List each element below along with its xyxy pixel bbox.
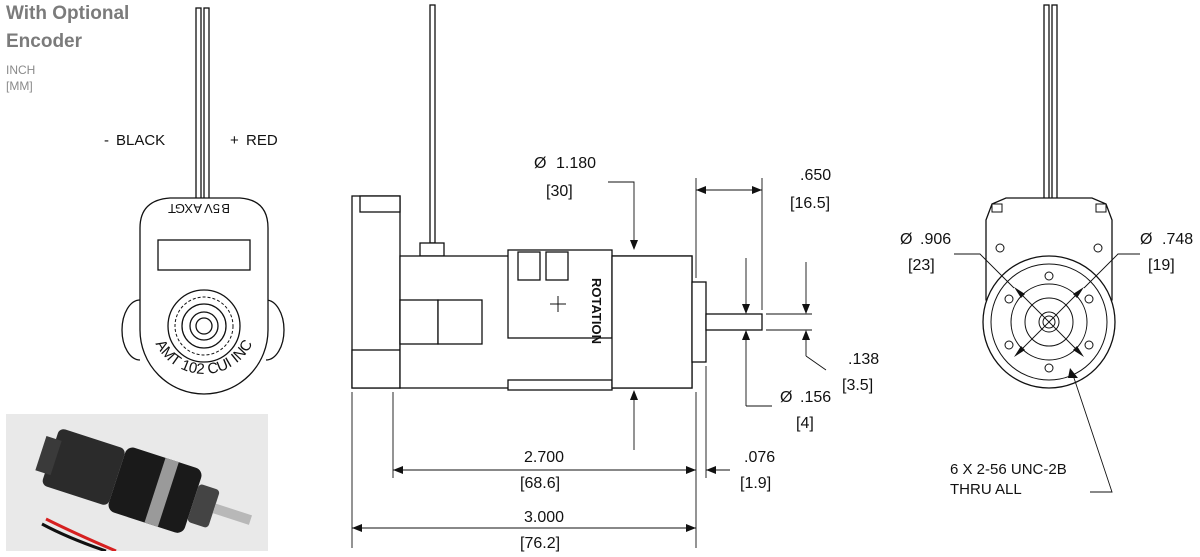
- dia-shaft-symbol: Ø: [780, 389, 792, 406]
- end-view-dimensions: Ø .906 [23] Ø .748 [19] 6 X 2-56 UNC-2B …: [900, 231, 1193, 498]
- encoder-hub-teeth: [174, 296, 234, 356]
- encoder-left-lobe: [121, 299, 141, 361]
- flat-inch: .138: [848, 351, 879, 368]
- black-sign: -: [104, 132, 109, 149]
- bottom-label-strip: [507, 379, 613, 391]
- pin-label-5v: 5V: [204, 201, 220, 216]
- plate-tab-right: [1095, 203, 1107, 213]
- encoder-shaft-bore: [195, 317, 213, 335]
- shaft-flat-circle: [1042, 315, 1056, 329]
- red-wire-label: RED: [246, 132, 278, 149]
- side-view-dimensions: Ø 1.180 [30] .650 [16.5] .138 [3.5] Ø .1…: [351, 155, 879, 552]
- motor-side-view: ROTATION: [351, 4, 763, 391]
- plate-tab-left: [991, 203, 1003, 213]
- rotation-text: ROTATION: [589, 278, 604, 344]
- encoder-front-view: B 5V A X G T AMT 102 CUI INC - BLACK + R…: [104, 7, 285, 395]
- pin-label-b: B: [221, 201, 230, 216]
- red-sign: +: [230, 132, 239, 149]
- dia-bolt-mm: [23]: [908, 257, 935, 274]
- body-slot-left: [399, 299, 439, 345]
- shaft-circle: [1038, 311, 1060, 333]
- page-title: With Optional Encoder: [6, 0, 129, 56]
- plate-hole-left: [995, 243, 1005, 253]
- pin-label-t: T: [168, 201, 176, 216]
- shaft-len-inch: .650: [800, 167, 831, 184]
- dia-shaft-mm: [4]: [796, 415, 814, 432]
- front-housing: [611, 255, 693, 389]
- dia-bolt-inch: .906: [920, 231, 951, 248]
- pin-label-x: X: [184, 201, 193, 216]
- overall-inch: 3.000: [524, 509, 564, 526]
- title-line-1: With Optional: [6, 3, 130, 24]
- mounting-holes: [1004, 271, 1094, 373]
- title-line-2: Encoder: [6, 31, 83, 52]
- dia-pilot-mm: [19]: [1148, 257, 1175, 274]
- pilot-inch: .076: [744, 449, 775, 466]
- pin-label-a: A: [193, 201, 202, 216]
- unit-mm: [MM]: [6, 79, 33, 93]
- motor-end-view: [982, 4, 1116, 389]
- side-wire-strain-relief: [419, 242, 445, 257]
- side-lead-wire: [429, 4, 436, 244]
- red-wire: [203, 7, 210, 201]
- pilot-circle: [1010, 283, 1088, 361]
- dia-body-inch: 1.180: [556, 155, 596, 172]
- pin-label-g: G: [175, 201, 185, 216]
- dia-shaft-inch: .156: [800, 389, 831, 406]
- plate-hole-right: [1093, 243, 1103, 253]
- encoder-cap-lower-block: [351, 349, 401, 389]
- black-wire: [195, 7, 202, 201]
- dia-pilot-inch: .748: [1162, 231, 1193, 248]
- shaft-len-mm: [16.5]: [790, 195, 830, 212]
- flat-mm: [3.5]: [842, 377, 873, 394]
- dia-body-mm: [30]: [546, 183, 573, 200]
- end-flange-inner: [990, 263, 1108, 381]
- unit-inch: INCH: [6, 63, 36, 77]
- dia-pilot-symbol: Ø: [1140, 231, 1152, 248]
- label-box-1: [517, 251, 541, 281]
- label-box-2: [545, 251, 569, 281]
- pilot-mm: [1.9]: [740, 475, 771, 492]
- encoder-right-lobe: [265, 299, 285, 361]
- dia-bolt-symbol: Ø: [900, 231, 912, 248]
- holes-spec-line2: THRU ALL: [950, 481, 1022, 498]
- black-wire-label: BLACK: [116, 132, 165, 149]
- hub-circle: [1024, 297, 1074, 347]
- body-len-mm: [68.6]: [520, 475, 560, 492]
- holes-spec-line1: 6 X 2-56 UNC-2B: [950, 461, 1067, 478]
- overall-mm: [76.2]: [520, 535, 560, 552]
- front-pilot: [691, 281, 707, 363]
- body-len-inch: 2.700: [524, 449, 564, 466]
- output-shaft: [705, 313, 763, 331]
- plus-mark: [550, 296, 566, 312]
- encoder-label-window: [157, 239, 251, 271]
- dia-body-symbol: Ø: [534, 155, 546, 172]
- motor-photo: [6, 414, 268, 551]
- encoder-cap-top-tab: [359, 195, 401, 213]
- units-legend: INCH [MM]: [6, 62, 35, 94]
- body-slot-mid: [437, 299, 483, 345]
